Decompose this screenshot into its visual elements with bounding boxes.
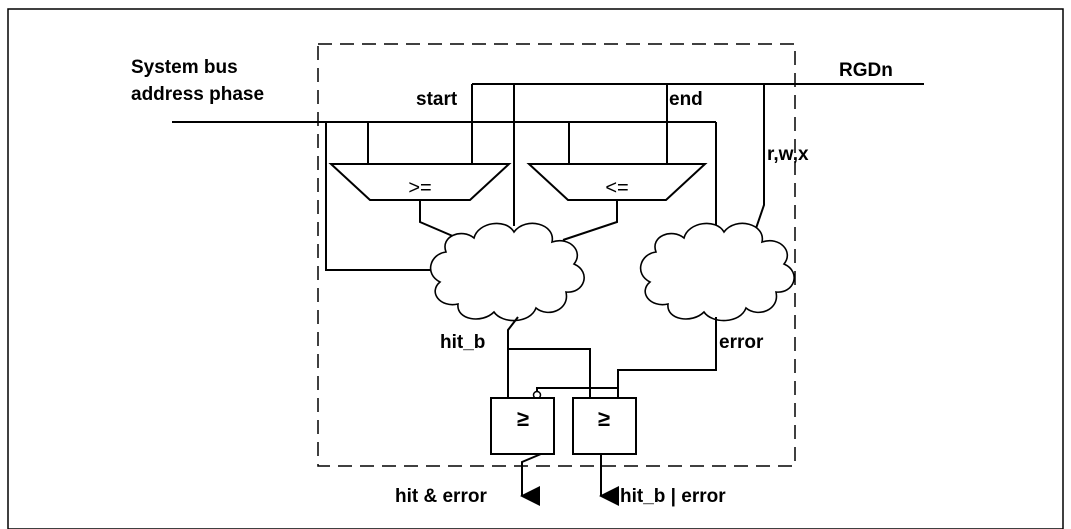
hit-b-branch-wire xyxy=(508,348,591,398)
comparator-ge-label: >= xyxy=(408,177,431,199)
gate-and xyxy=(490,397,555,455)
label-output-and: hit & error xyxy=(395,486,487,507)
le-output-wire xyxy=(562,200,618,241)
label-output-or: hit_b | error xyxy=(620,486,726,507)
module-boundary xyxy=(317,43,796,467)
ge-output-wire xyxy=(419,200,463,241)
label-address-phase: address phase xyxy=(131,84,264,105)
gate-or-symbol: ≥ xyxy=(598,406,610,431)
rwx-wire xyxy=(751,84,765,241)
comparator-ge xyxy=(328,163,512,201)
gate-or xyxy=(572,397,637,455)
label-hit-b: hit_b xyxy=(440,332,485,353)
error-wire xyxy=(617,317,717,398)
label-rgdn: RGDn xyxy=(839,60,893,81)
gate-and-symbol: ≥ xyxy=(517,406,529,431)
label-end: end xyxy=(669,89,703,110)
label-start: start xyxy=(416,89,458,110)
outer-frame xyxy=(7,8,1064,529)
comparator-le-label: <= xyxy=(605,177,628,199)
hit-b-wire xyxy=(507,316,519,398)
error-logic-cloud xyxy=(639,222,795,322)
bus-feedback-wire xyxy=(325,122,442,271)
label-system-bus: System bus xyxy=(131,57,238,78)
hit-logic-cloud xyxy=(429,222,585,322)
gate-and-output-wire xyxy=(520,453,542,506)
comparator-le xyxy=(526,163,708,201)
label-rwx: r,w,x xyxy=(767,144,809,165)
label-error: error xyxy=(719,332,764,353)
error-branch-wire xyxy=(536,370,619,392)
